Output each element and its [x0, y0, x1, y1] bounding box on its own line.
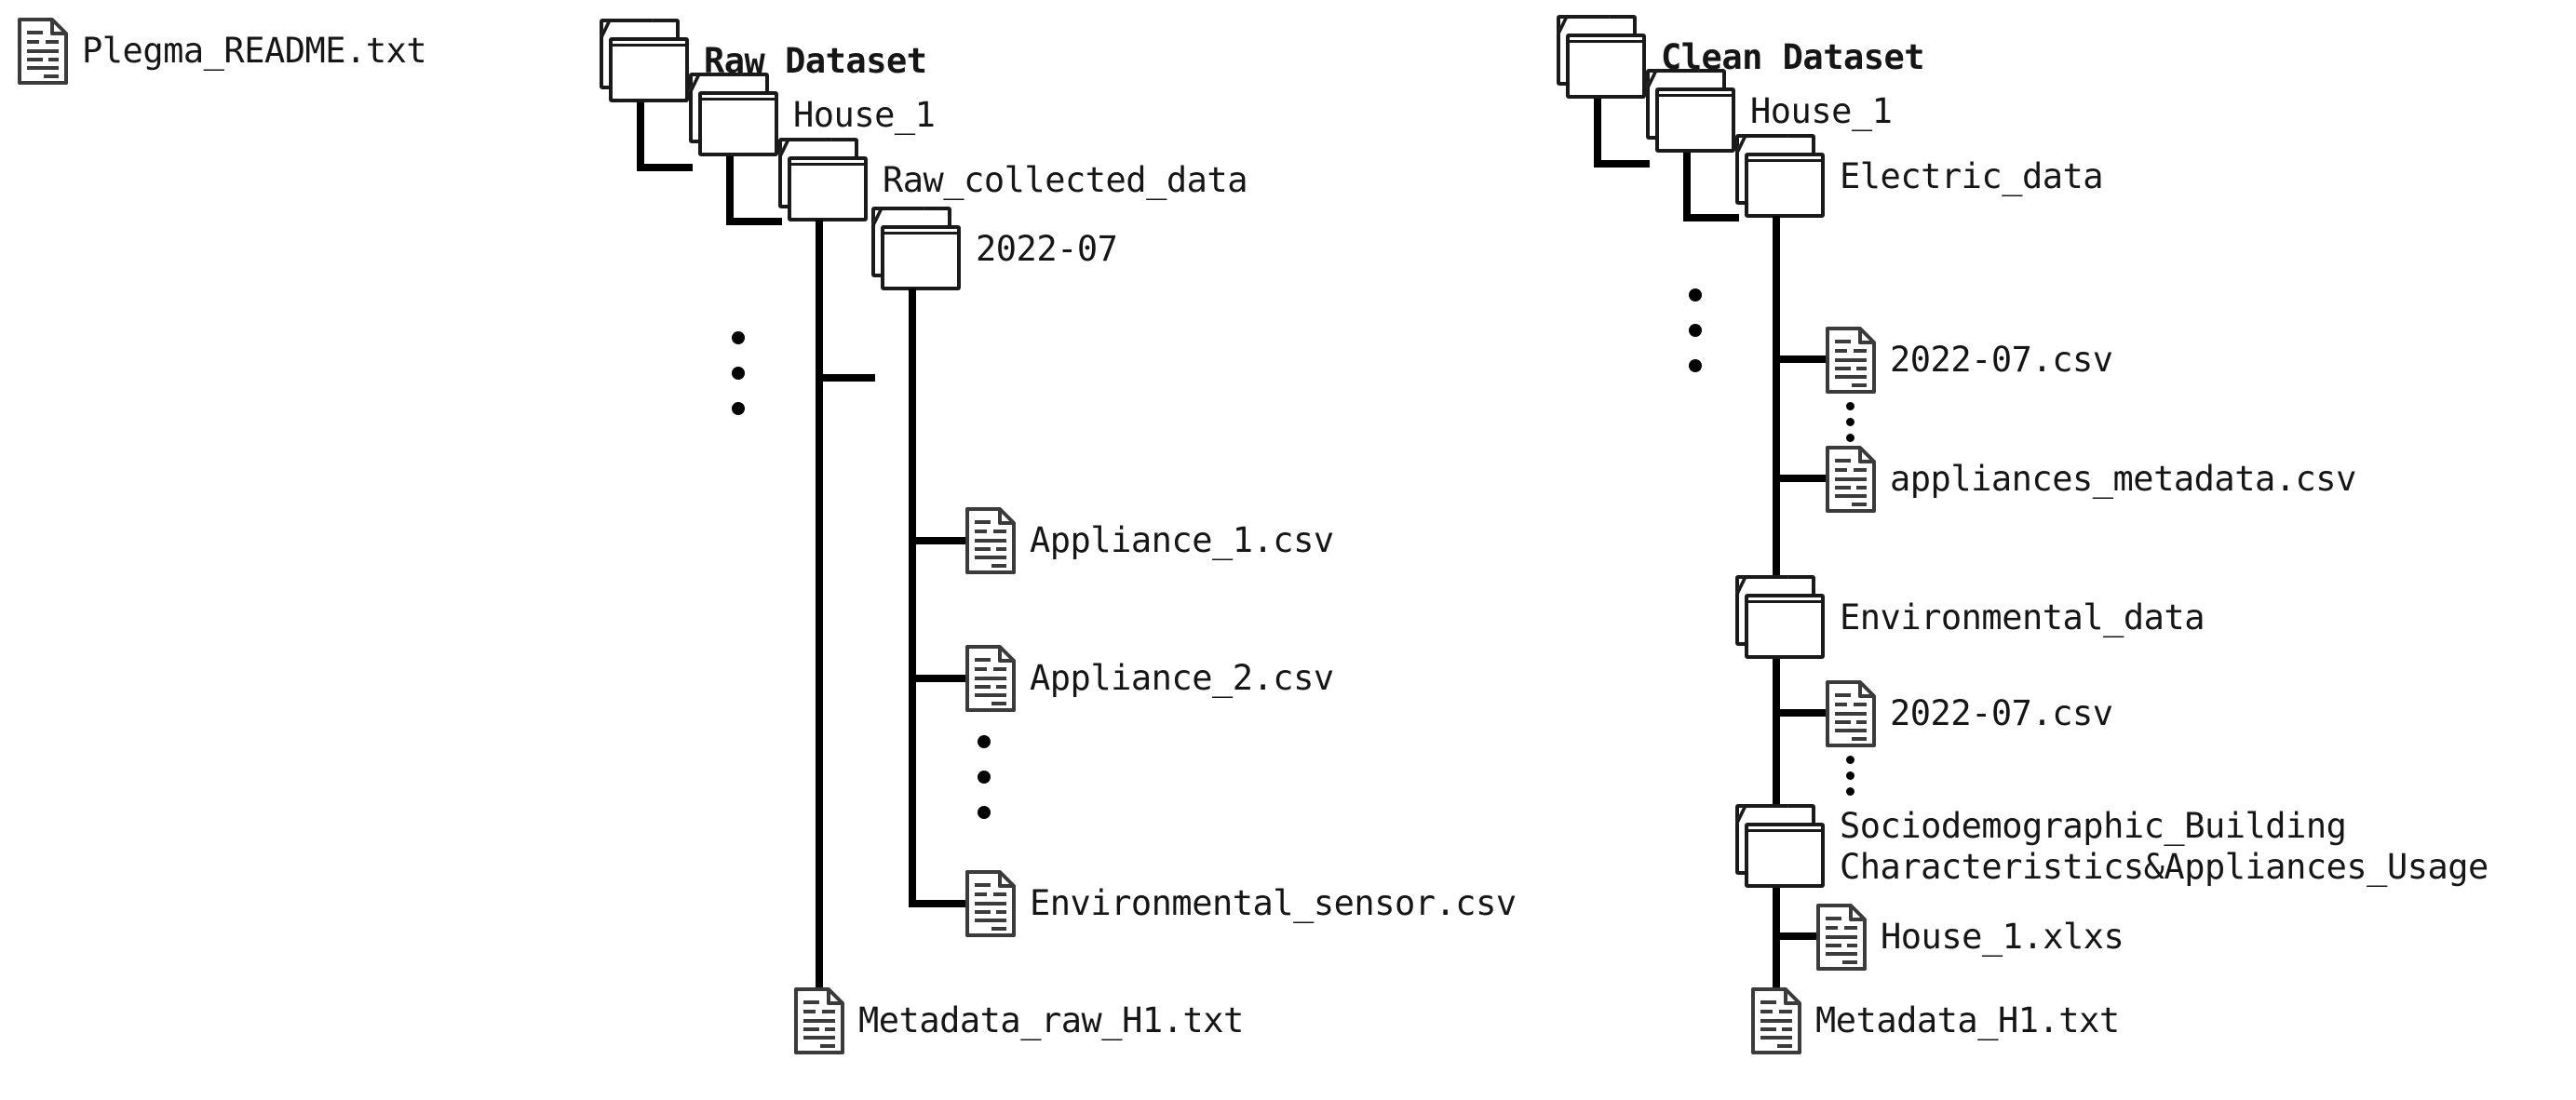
connector-raw-collected-trunk	[816, 220, 823, 992]
connector-electric-to-appliances-metadata	[1773, 475, 1828, 482]
node-clean-metadata-h1-txt[interactable]: Metadata_H1.txt	[1750, 986, 2120, 1055]
file-icon	[1750, 986, 1802, 1055]
folder-icon	[600, 19, 691, 104]
file-icon	[1825, 326, 1877, 395]
node-clean-electric-data[interactable]: Electric_data	[1735, 134, 2104, 220]
ellipsis-electric-more-months	[1846, 402, 1854, 442]
folder-icon	[689, 73, 780, 158]
connector-environmental-to-month-csv	[1773, 709, 1828, 717]
node-label: Appliance_2.csv	[1030, 658, 1334, 699]
node-label: Appliance_1.csv	[1030, 520, 1334, 561]
connector-raw-month-to-appliance-1	[909, 537, 968, 544]
node-raw-house-1[interactable]: House_1	[689, 73, 936, 158]
node-label: Environmental_data	[1840, 597, 2205, 638]
connector-sociodemographic-to-house-xlxs	[1773, 932, 1819, 940]
node-environmental-2022-07-csv[interactable]: 2022-07.csv	[1825, 679, 2113, 748]
node-label: 2022-07	[976, 229, 1118, 270]
connector-raw-month-trunk	[909, 288, 916, 907]
file-icon	[964, 506, 1017, 575]
node-label: Plegma_README.txt	[82, 31, 427, 72]
node-raw-appliance-2-csv[interactable]: Appliance_2.csv	[964, 644, 1334, 713]
file-icon	[1815, 903, 1868, 972]
ellipsis-raw-more-appliances	[978, 735, 991, 819]
node-plegma-readme[interactable]: Plegma_README.txt	[17, 17, 427, 86]
node-raw-month-2022-07[interactable]: 2022-07	[871, 207, 1118, 292]
ellipsis-environmental-more-months	[1846, 756, 1854, 796]
node-label: House_1	[793, 95, 936, 136]
node-label: Metadata_H1.txt	[1815, 1000, 2120, 1041]
node-sociodemographic-house-1-xlxs[interactable]: House_1.xlxs	[1815, 903, 2124, 972]
file-icon	[1825, 679, 1877, 748]
node-raw-metadata-h1-txt[interactable]: Metadata_raw_H1.txt	[793, 986, 1244, 1055]
node-electric-appliances-metadata-csv[interactable]: appliances_metadata.csv	[1825, 445, 2356, 514]
node-clean-environmental-data[interactable]: Environmental_data	[1735, 575, 2205, 661]
folder-icon	[1735, 134, 1827, 220]
node-raw-dataset[interactable]: Raw Dataset	[600, 19, 927, 104]
file-icon	[1825, 445, 1877, 514]
connector-clean-root-to-house	[1594, 99, 1650, 168]
node-raw-environmental-sensor-csv[interactable]: Environmental_sensor.csv	[964, 869, 1517, 938]
file-icon	[964, 644, 1017, 713]
node-electric-2022-07-csv[interactable]: 2022-07.csv	[1825, 326, 2113, 395]
connector-raw-house-to-collected	[726, 156, 782, 225]
folder-icon	[871, 207, 963, 292]
node-label: Raw_collected_data	[883, 160, 1248, 201]
node-raw-collected-data[interactable]: Raw_collected_data	[778, 138, 1248, 223]
file-icon	[793, 986, 845, 1055]
file-icon	[17, 17, 69, 86]
node-label: Sociodemographic_Building Characteristic…	[1840, 806, 2488, 887]
node-raw-appliance-1-csv[interactable]: Appliance_1.csv	[964, 506, 1334, 575]
folder-icon	[1646, 69, 1737, 154]
connector-clean-house-to-electric	[1683, 153, 1739, 221]
ellipsis-clean-more-houses	[1689, 288, 1702, 372]
node-label: Environmental_sensor.csv	[1030, 883, 1517, 924]
ellipsis-raw-more-houses	[732, 331, 745, 415]
node-clean-sociodemographic[interactable]: Sociodemographic_Building Characteristic…	[1735, 804, 2488, 890]
folder-icon	[1735, 804, 1827, 890]
file-icon	[964, 869, 1017, 938]
node-label: 2022-07.csv	[1890, 693, 2113, 734]
connector-electric-to-month-csv	[1773, 355, 1828, 363]
node-label: appliances_metadata.csv	[1890, 459, 2356, 500]
connector-raw-collected-to-month	[816, 374, 875, 382]
node-label: House_1.xlxs	[1881, 917, 2124, 958]
node-label: Raw Dataset	[704, 41, 927, 82]
folder-icon	[1735, 575, 1827, 661]
connector-raw-root-to-house	[637, 102, 693, 171]
connector-raw-month-to-environmental-sensor	[909, 900, 968, 907]
node-label: Metadata_raw_H1.txt	[858, 1000, 1244, 1041]
folder-icon	[778, 138, 870, 223]
folder-icon	[1557, 15, 1648, 101]
node-clean-house-1[interactable]: House_1	[1646, 69, 1893, 154]
node-label: House_1	[1750, 91, 1893, 132]
connector-raw-month-to-appliance-2	[909, 675, 968, 682]
node-label: 2022-07.csv	[1890, 340, 2113, 381]
node-label: Electric_data	[1840, 156, 2104, 197]
